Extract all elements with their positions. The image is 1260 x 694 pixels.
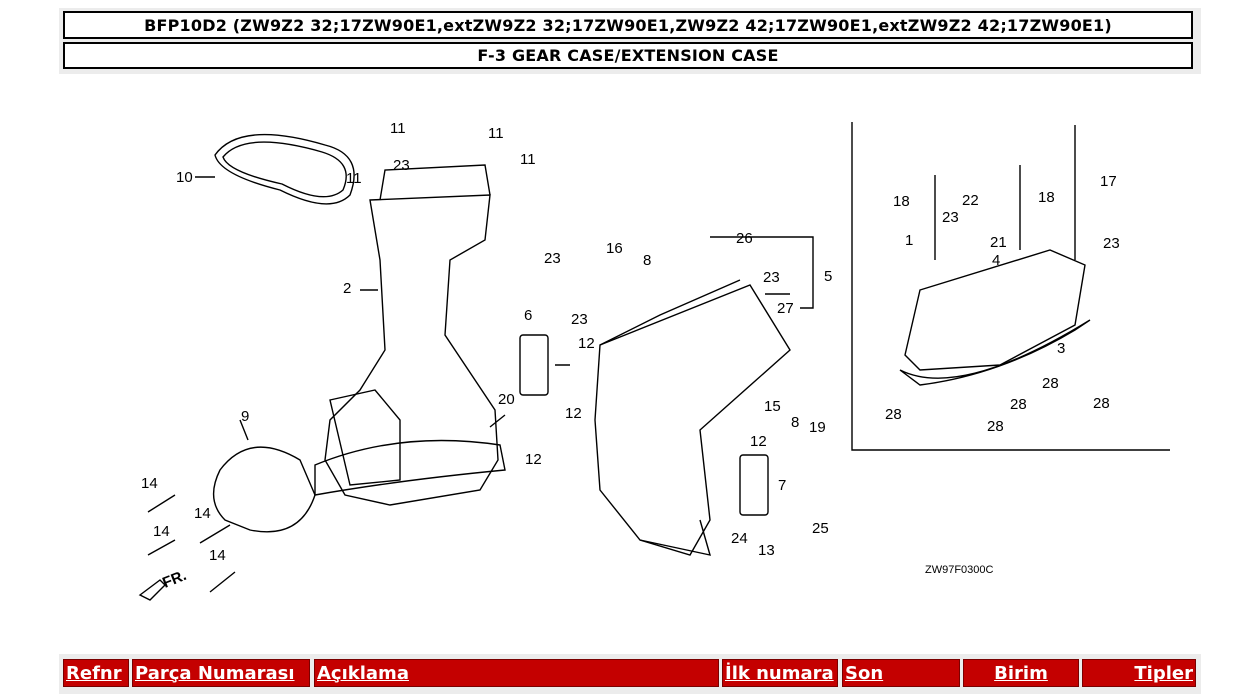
callout-2: 2 — [343, 280, 351, 297]
callout-18a: 18 — [893, 193, 910, 210]
column-part-number-link[interactable]: Parça Numarası — [135, 662, 295, 684]
callout-24: 24 — [731, 530, 748, 547]
callout-28c: 28 — [885, 406, 902, 423]
callout-23a: 23 — [393, 157, 410, 174]
callout-28a: 28 — [1042, 375, 1059, 392]
callout-7: 7 — [778, 477, 786, 494]
callout-4: 4 — [992, 252, 1000, 269]
column-refnr-link[interactable]: Refnr — [66, 662, 122, 684]
callout-14d: 14 — [209, 547, 226, 564]
callout-14c: 14 — [194, 505, 211, 522]
callout-12a: 12 — [578, 335, 595, 352]
callout-21: 21 — [990, 234, 1007, 251]
callout-5: 5 — [824, 268, 832, 285]
column-description[interactable]: Açıklama — [314, 659, 719, 687]
gasket-part — [214, 133, 355, 205]
column-last-link[interactable]: Son — [845, 662, 884, 684]
grille-part-7 — [739, 454, 769, 516]
callout-10: 10 — [176, 169, 193, 186]
fr-direction-label: FR. — [160, 567, 189, 592]
callout-27: 27 — [777, 300, 794, 317]
callout-12b: 12 — [565, 405, 582, 422]
callout-15: 15 — [764, 398, 781, 415]
callout-19: 19 — [809, 419, 826, 436]
header-panel: BFP10D2 (ZW9Z2 32;17ZW90E1,extZW9Z2 32;1… — [59, 8, 1201, 74]
section-title: F-3 GEAR CASE/EXTENSION CASE — [63, 42, 1193, 69]
callout-23c: 23 — [571, 311, 588, 328]
callout-11b: 11 — [488, 125, 504, 142]
callout-14a: 14 — [141, 475, 158, 492]
callout-3: 3 — [1057, 340, 1065, 357]
callout-23d: 23 — [763, 269, 780, 286]
callout-25: 25 — [812, 520, 829, 537]
parts-table-header: Refnr Parça Numarası Açıklama İlk numara… — [59, 654, 1201, 694]
diagram-code: ZW97F0300C — [925, 564, 994, 576]
callout-11a: 11 — [390, 120, 406, 137]
callout-23e: 23 — [942, 209, 959, 226]
callout-8b: 8 — [791, 414, 799, 431]
callout-22: 22 — [962, 192, 979, 209]
column-first-number-link[interactable]: İlk numara — [725, 662, 834, 684]
callout-14b: 14 — [153, 523, 170, 540]
callout-13: 13 — [758, 542, 775, 559]
model-title: BFP10D2 (ZW9Z2 32;17ZW90E1,extZW9Z2 32;1… — [63, 11, 1193, 39]
callout-28b: 28 — [1010, 396, 1027, 413]
callout-20: 20 — [498, 391, 515, 408]
callout-6: 6 — [524, 307, 532, 324]
lower-case-part — [904, 249, 1086, 371]
callout-26: 26 — [736, 230, 753, 247]
callout-11d: 11 — [346, 170, 362, 187]
callout-28e: 28 — [1093, 395, 1110, 412]
parts-diagram: 1 2 3 4 5 6 7 8 8 9 10 11 11 11 11 12 12… — [138, 120, 1170, 601]
column-types[interactable]: Tipler — [1082, 659, 1196, 687]
column-part-number[interactable]: Parça Numarası — [132, 659, 310, 687]
cover-part — [212, 446, 316, 533]
callout-17: 17 — [1100, 173, 1117, 190]
column-first-number[interactable]: İlk numara — [722, 659, 838, 687]
callout-1: 1 — [905, 232, 913, 249]
fr-arrow-shape — [138, 579, 166, 601]
callout-9: 9 — [241, 408, 249, 425]
callout-18b: 18 — [1038, 189, 1055, 206]
column-unit-link[interactable]: Birim — [994, 662, 1048, 684]
column-unit[interactable]: Birim — [963, 659, 1079, 687]
extension-case-part — [324, 194, 499, 506]
callout-23f: 23 — [1103, 235, 1120, 252]
callout-11c: 11 — [520, 151, 536, 168]
callout-12d: 12 — [525, 451, 542, 468]
callout-8a: 8 — [643, 252, 651, 269]
column-refnr[interactable]: Refnr — [63, 659, 129, 687]
callout-28d: 28 — [987, 418, 1004, 435]
column-last[interactable]: Son — [842, 659, 960, 687]
callout-16: 16 — [606, 240, 623, 257]
grille-part-6 — [519, 334, 549, 396]
callout-12c: 12 — [750, 433, 767, 450]
gear-case-part — [594, 284, 791, 556]
callout-23b: 23 — [544, 250, 561, 267]
column-description-link[interactable]: Açıklama — [317, 662, 409, 684]
column-types-link[interactable]: Tipler — [1134, 662, 1193, 684]
